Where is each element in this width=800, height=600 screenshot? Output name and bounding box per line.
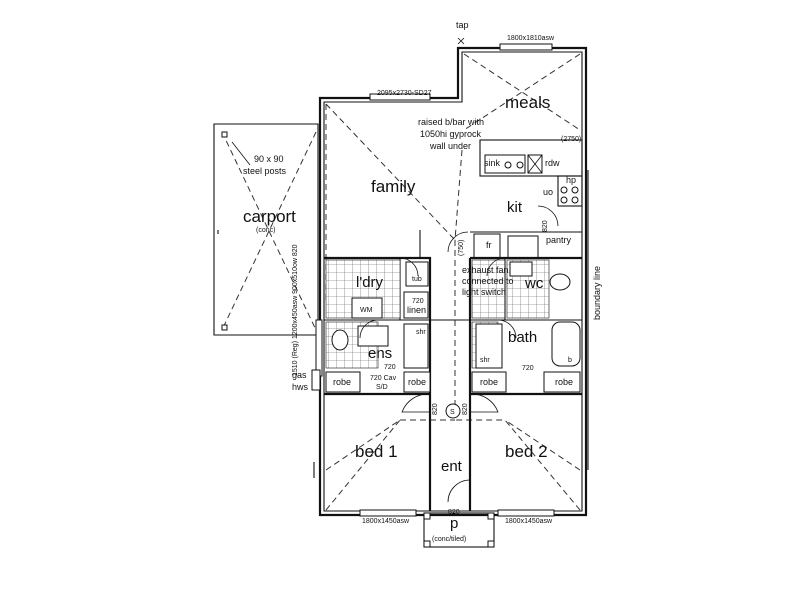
windows (315, 43, 555, 517)
toilet-ens (331, 329, 349, 351)
room-label-kit: kit (507, 199, 523, 216)
porch-surface: (conc/tiled) (432, 536, 466, 543)
steel-post (221, 131, 228, 138)
room-label-porch: p (450, 515, 458, 532)
room-label-wc: wc (524, 275, 544, 292)
steel-posts-label-1: 90 x 90 (254, 154, 284, 164)
room-label-linen: linen (407, 305, 426, 315)
tub-label: tub (412, 276, 422, 283)
window-bed2-label: 1800x1450asw (505, 518, 553, 525)
cav-sd-label-2: S/D (376, 384, 388, 391)
dim-820-pantry: 820 (542, 220, 549, 232)
bathtub (551, 321, 581, 367)
note-raised-bar-3: wall under (429, 141, 471, 151)
room-label-ent: ent (441, 458, 463, 475)
sink-bowl (504, 161, 512, 169)
hotplate (571, 186, 579, 194)
linen-cupboard (403, 291, 429, 319)
robe-1 (325, 371, 361, 393)
window-meals-label: 1800x1810asw (507, 35, 555, 42)
toilet-wc (549, 273, 571, 291)
uo-label: uo (543, 187, 553, 197)
dim-720-bath: 720 (522, 365, 534, 372)
hotplate (560, 196, 568, 204)
smoke-label: S (450, 409, 455, 416)
dim-720-ens: 720 (384, 364, 396, 371)
window-family-label: 2095x2730-SD27 (377, 90, 432, 97)
side-dimension-label: 1510 (Reg) 1200x450asw 900x510ow 820 (292, 244, 299, 376)
exhaust-note-3: light switch (462, 287, 506, 297)
kitchen (470, 139, 583, 259)
hp-label: hp (566, 175, 576, 185)
tap-marker (457, 37, 465, 45)
tub (405, 261, 429, 287)
partitions (324, 256, 582, 511)
exhaust-note-2: connected to (462, 276, 514, 286)
room-label-pantry: pantry (546, 235, 572, 245)
robe-label-3: robe (480, 377, 498, 387)
tap-label: tap (456, 20, 469, 30)
basin-ens (357, 325, 389, 347)
robe-4 (543, 371, 581, 393)
sink-label: sink (484, 158, 501, 168)
room-label-family: family (371, 177, 416, 196)
shower-ens (403, 323, 429, 369)
robe-3 (471, 371, 507, 393)
steel-post (221, 324, 228, 331)
bath-fixtures (475, 261, 581, 369)
boundary-line-label: boundary line (592, 266, 602, 320)
shower-bath (475, 323, 503, 369)
laundry-counter (507, 235, 539, 259)
dim-820-bed1: 820 (432, 403, 439, 415)
fridge-label: fr (486, 240, 492, 250)
hotplate (560, 186, 568, 194)
note-raised-bar-1: raised b/bar with (418, 117, 484, 127)
room-label-ens: ens (368, 345, 392, 362)
room-label-bed2: bed 2 (505, 442, 548, 461)
room-label-laundry: l'dry (356, 274, 384, 291)
robe-label-4: robe (555, 377, 573, 387)
roof-lines (325, 53, 581, 511)
house-outline (318, 46, 589, 517)
smoke-detector (445, 403, 461, 419)
sink-bowl (516, 161, 524, 169)
robe-2 (403, 371, 431, 393)
washing-machine (351, 297, 383, 319)
basin-wc (509, 261, 533, 277)
kitchen-dim-label: (2750) (561, 136, 581, 143)
room-label-bath: bath (508, 329, 537, 346)
hotplate (571, 196, 579, 204)
b-label: b (568, 357, 572, 364)
room-label-meals: meals (505, 93, 550, 112)
porch (423, 512, 495, 548)
dim-720-linen: 720 (412, 298, 424, 305)
robes (325, 371, 581, 393)
gas-label: gas (292, 370, 307, 380)
gas-hws (311, 369, 321, 391)
robe-label-1: robe (333, 377, 351, 387)
dim-820-bed2: 820 (462, 403, 469, 415)
steel-posts-label-2: steel posts (243, 166, 287, 176)
shower-ens-label: shr (416, 329, 426, 336)
room-label-bed1: bed 1 (355, 442, 398, 461)
dim-750: (750) (458, 240, 465, 256)
carport-surface: (conc) (256, 227, 275, 234)
note-raised-bar-2: 1050hi gyprock (420, 129, 482, 139)
dw-label: rdw (545, 158, 560, 168)
dim-entry: 820 (448, 509, 460, 516)
laundry-fixtures (351, 261, 429, 319)
ensuite-fixtures (331, 323, 429, 369)
window-bed1-label: 1800x1450asw (362, 518, 410, 525)
room-label-carport: carport (243, 207, 296, 226)
hws-label: hws (292, 382, 309, 392)
cav-sd-label-1: 720 Cav (370, 375, 397, 382)
exhaust-note-1: exhaust fan (462, 265, 509, 275)
robe-label-2: robe (408, 377, 426, 387)
shower-bath-label: shr (480, 357, 490, 364)
doors (359, 230, 517, 503)
wm-label: WM (360, 307, 373, 314)
